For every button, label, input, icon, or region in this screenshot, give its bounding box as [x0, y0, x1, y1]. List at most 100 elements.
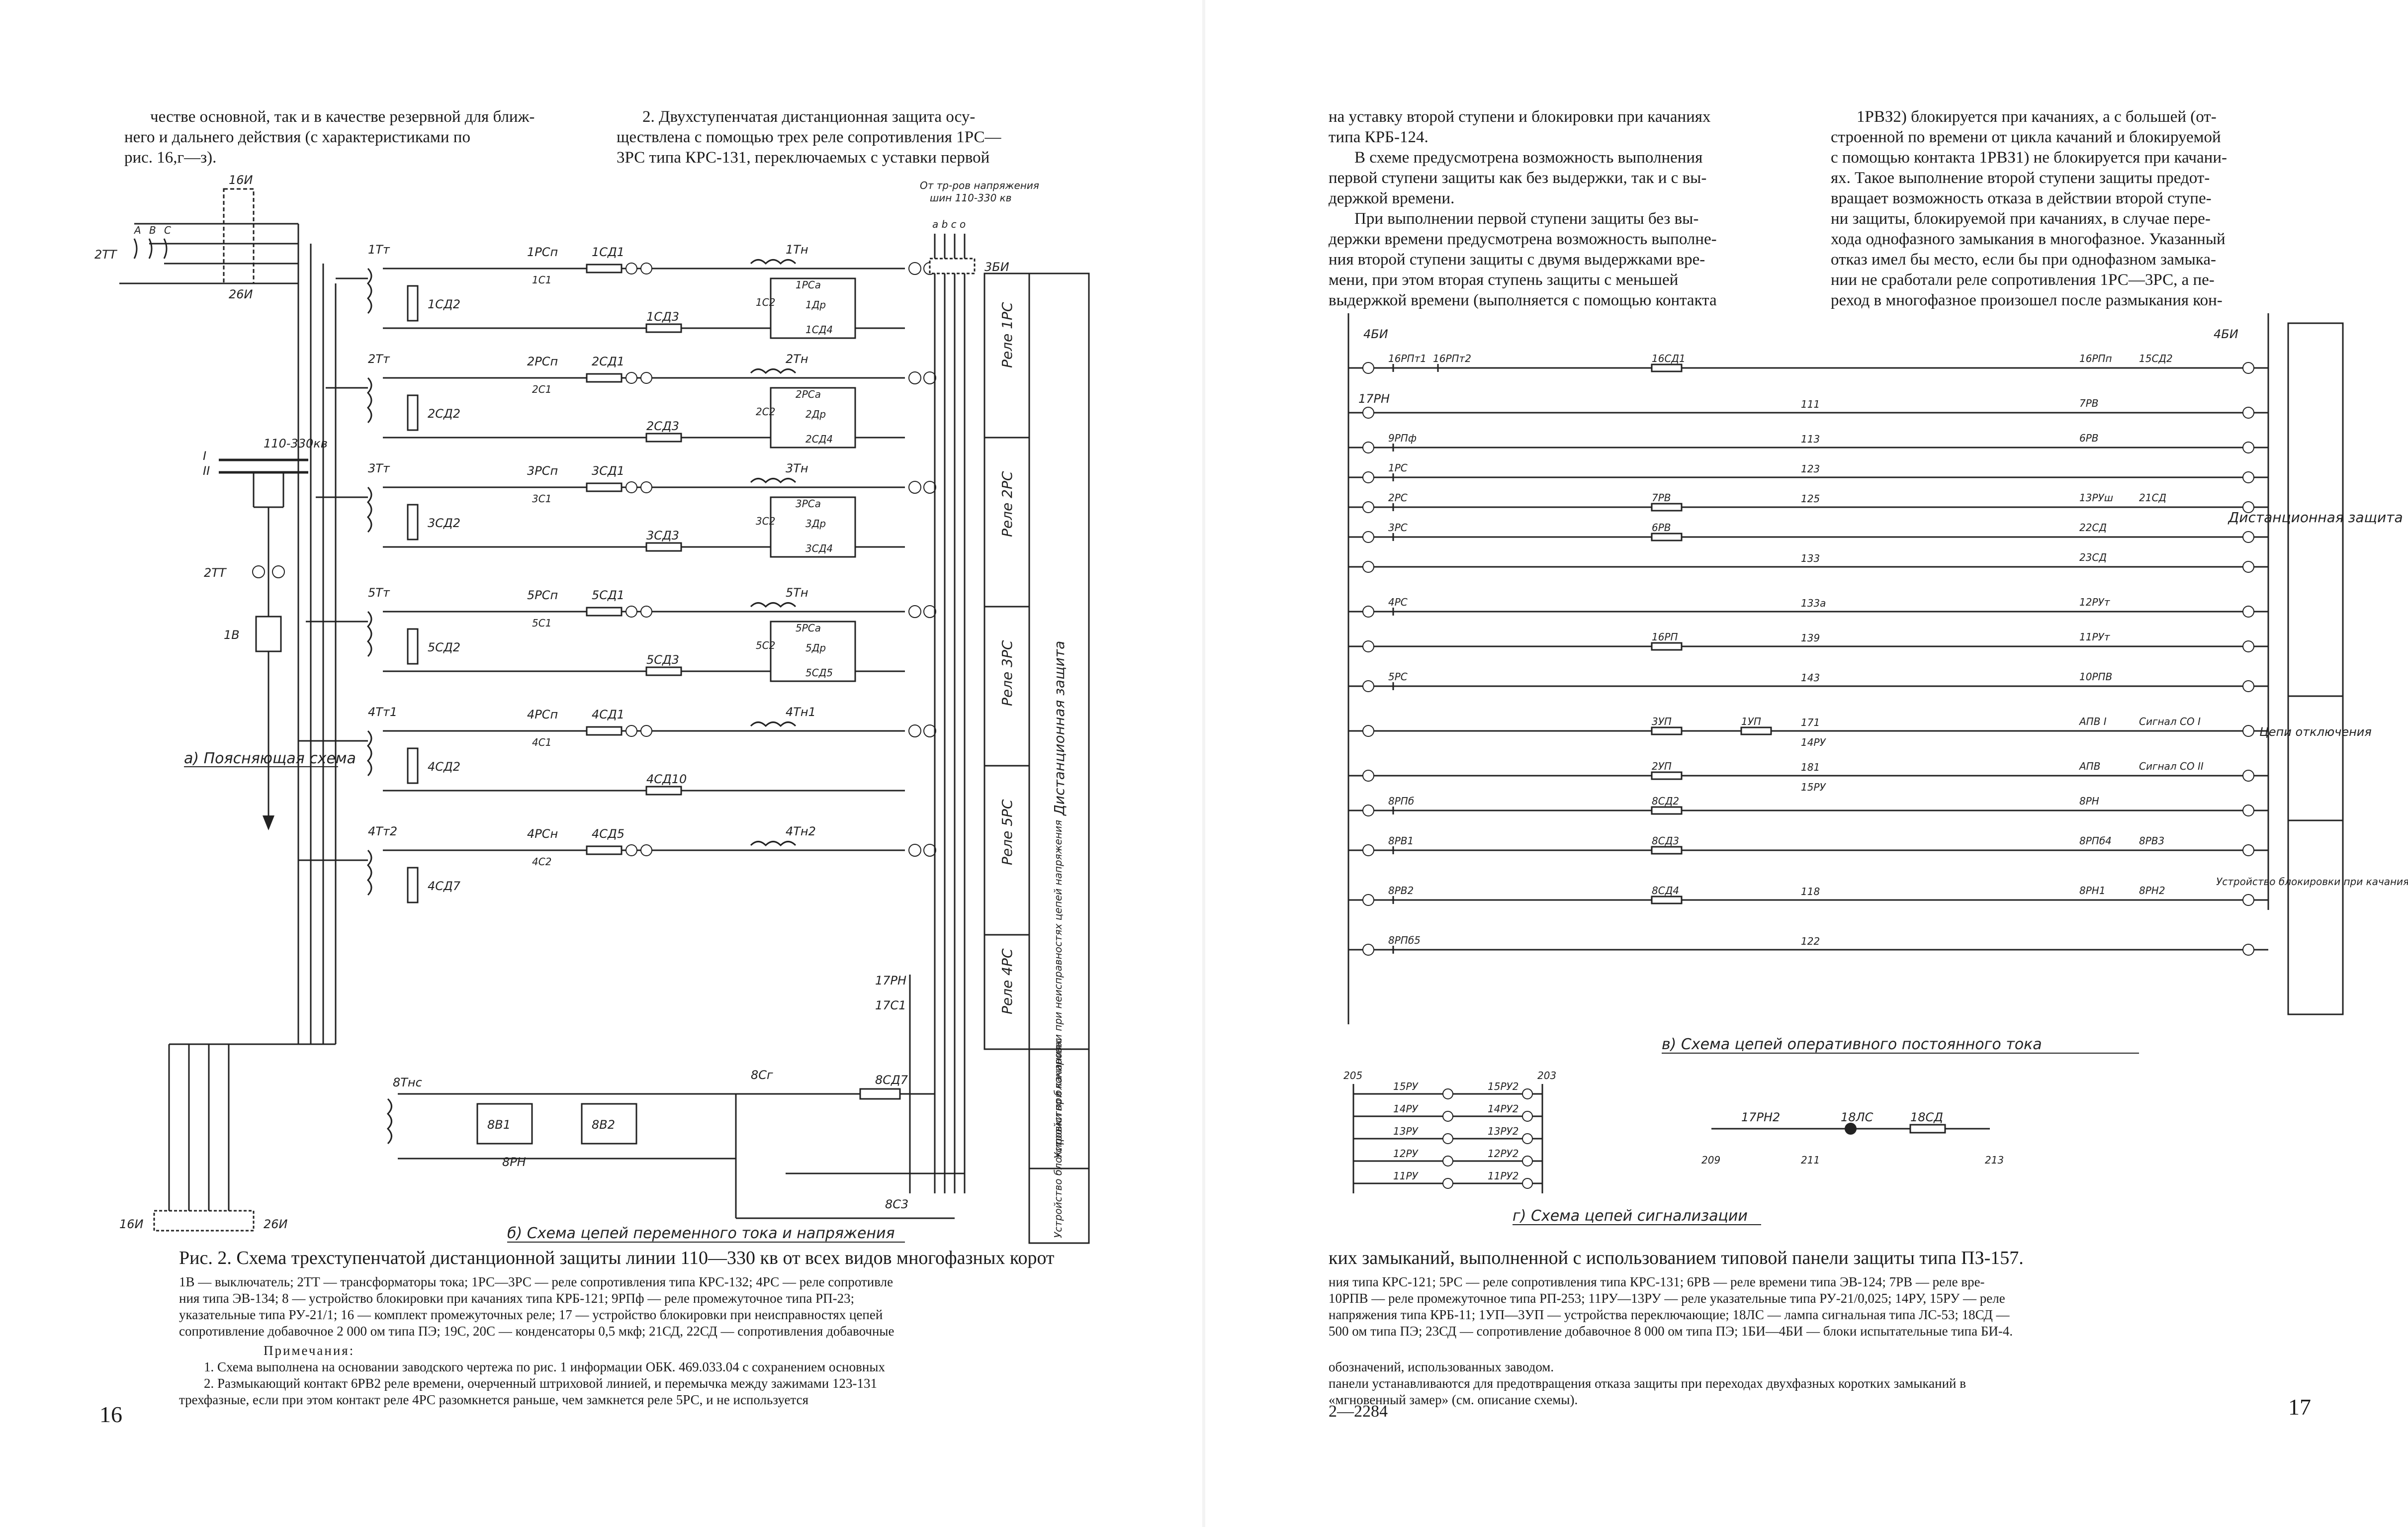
- component-label: 8СД2: [1652, 795, 1679, 807]
- choke-label: 2Др: [805, 408, 826, 420]
- component-label: 8РН1: [2079, 885, 2106, 897]
- text-line: 3РС типа КРС-131, переключаемых с уставк…: [617, 149, 990, 167]
- signature-mark: 2—2284: [1329, 1402, 1388, 1421]
- block-bot-1: 16И: [119, 1217, 144, 1231]
- rel17c-label: 17С1: [875, 998, 906, 1012]
- text-line: 2. Двухступенчатая дистанционная защита …: [642, 108, 976, 126]
- text-line: ни защиты, блокируемой при качаниях, в с…: [1831, 210, 2211, 228]
- current-wires: [297, 224, 337, 1044]
- wire-number: 181: [1801, 761, 1820, 773]
- capacitor-label: 4С1: [532, 736, 551, 748]
- note-item: трехфазные, если при этом контакт реле 4…: [179, 1392, 809, 1407]
- subcap-v: в) Схема цепей оперативного постоянного …: [1662, 1036, 2042, 1053]
- relay-contact-label: 1РС: [1388, 462, 1408, 474]
- subcap-a: а) Поясняющая схема: [184, 750, 356, 767]
- text-line: нии не сработали реле сопротивления 1РС—…: [1831, 271, 2215, 289]
- component-label: 16РП: [1652, 631, 1678, 643]
- lbl-b4: 4БИ: [1363, 327, 1388, 341]
- ct-secondary-label: 4Тт1: [368, 705, 397, 719]
- ct-group-top: 2ТТ A B C 16И 26И: [94, 173, 298, 301]
- resistor-label: 1СД3: [646, 310, 679, 324]
- text-line: первой ступени защиты как без выдержки, …: [1329, 169, 1707, 187]
- text-line: отказ имел бы место, если бы при однофаз…: [1831, 251, 2216, 269]
- explanatory-diagram: 110-330кв I II 2ТТ 1В а) Поясняющая схем…: [184, 437, 356, 830]
- legend-notes-right: ния типа КРС-121; 5РС — реле сопротивлен…: [1329, 1274, 2293, 1408]
- component-label: Сигнал СО I: [2139, 716, 2201, 727]
- relay-contact-label: 9РПф: [1388, 432, 1417, 444]
- legend-line: 1В — выключатель; 2ТТ — трансформаторы т…: [179, 1274, 893, 1289]
- resistor-label: 4СД7: [428, 879, 461, 893]
- text-line: на уставку второй ступени и блокировки п…: [1329, 108, 1711, 126]
- component-label: 8РН2: [2139, 885, 2165, 897]
- relay-contact-label: 8РПб: [1388, 795, 1414, 807]
- gutter: [1202, 0, 1205, 1527]
- relay-coil-label: 4РСп: [527, 708, 558, 721]
- legend-line: сопротивление добавочное 2 000 ом типа П…: [179, 1324, 894, 1339]
- component-label: 6РВ: [1652, 522, 1671, 534]
- sig-ls18: 18ЛС: [1841, 1110, 1873, 1124]
- ct-label: 2ТТ: [204, 566, 227, 580]
- capacitor-label: 2С2: [756, 406, 775, 418]
- resistor-label: 1СД1: [592, 245, 624, 259]
- bus-label-1: I: [203, 449, 206, 463]
- resistor-label: 2СД4: [805, 433, 833, 445]
- dc-rails: 4БИ 4БИ 17РН: [1347, 313, 2269, 1024]
- relay-label: 2РСа: [796, 388, 821, 400]
- right-col2-text: 1РВЗ2) блокируется при качаниях, а с бол…: [1831, 107, 2308, 311]
- resistor-label: 2СД3: [646, 419, 679, 433]
- wire-number: 171: [1801, 717, 1820, 728]
- swing-block-circuit: 8Тнс 8В1 8В2 8РН 8Сг 8СД7 8С3 17РН 17С1: [386, 974, 965, 1219]
- component-label: 8РПб4: [2079, 835, 2112, 847]
- note-continued: «мгновенный замер» (см. описание схемы).: [1329, 1392, 1578, 1407]
- relay-contact-label: 4РС: [1388, 596, 1408, 608]
- resistor-label: 3СД2: [428, 516, 460, 530]
- note-continued: обозначений, использованных заводом.: [1329, 1359, 1554, 1374]
- component-label: АПВ I: [2078, 716, 2107, 727]
- component-label: 8РВ3: [2139, 835, 2164, 847]
- relay-contact-label: 8РПб5: [1388, 934, 1421, 946]
- text-line: хода однофазного замыкания в многофазное…: [1831, 230, 2226, 248]
- relay-coil-label: 2РСп: [527, 355, 558, 368]
- text-line: него и дальнего действия (с характеристи…: [124, 128, 470, 146]
- relay-label: 5РСа: [796, 622, 821, 634]
- text-line: При выполнении первой ступени защиты без…: [1354, 210, 1699, 228]
- relay-label: 1РСа: [796, 279, 821, 291]
- resistor-label: 4СД5: [592, 827, 624, 841]
- component-label: 22СД: [2079, 522, 2107, 534]
- wire-number: 111: [1801, 398, 1820, 410]
- capacitor-label: 4С2: [532, 856, 551, 868]
- bottom-rn: 8РН: [502, 1155, 526, 1169]
- figure-caption-left: Рис. 2. Схема трехступенчатой дистанцион…: [179, 1248, 1055, 1268]
- block-bot-2: 26И: [264, 1217, 288, 1231]
- component-label: Сигнал СО II: [2139, 760, 2204, 772]
- panel-relay-5: Реле 5РС: [999, 799, 1015, 865]
- bottom-v1: 8В1: [487, 1118, 511, 1132]
- sig-relay-label: 13РУ: [1393, 1125, 1419, 1137]
- source-top: От тр-ров напряжения: [920, 180, 1039, 191]
- figure-caption-right: ких замыканий, выполненной с использован…: [1329, 1248, 2024, 1268]
- text-line: типа КРБ-124.: [1329, 128, 1428, 146]
- text-line: реход в многофазное произошел после разм…: [1831, 291, 2223, 309]
- bus-label-2: II: [203, 464, 210, 478]
- component-label: 10РПВ: [2079, 671, 2112, 683]
- left-panel-frame: Реле 1РС Реле 2РС Реле 3РС Реле 5РС Реле…: [983, 272, 1090, 1244]
- vt-transformer-label: 2Тн: [786, 352, 808, 366]
- relay-coil-label: 4РСн: [527, 827, 558, 841]
- component-label: АПВ: [2078, 760, 2100, 772]
- dc-row: 7РВ 111: [1348, 397, 2268, 419]
- page-number-left: 16: [99, 1402, 122, 1427]
- breaker-label: 1В: [224, 628, 240, 642]
- component-label: 7РВ: [2079, 397, 2099, 409]
- phase-a: A: [133, 224, 141, 236]
- text-line: держки времени предусмотрена возможность…: [1329, 230, 1717, 248]
